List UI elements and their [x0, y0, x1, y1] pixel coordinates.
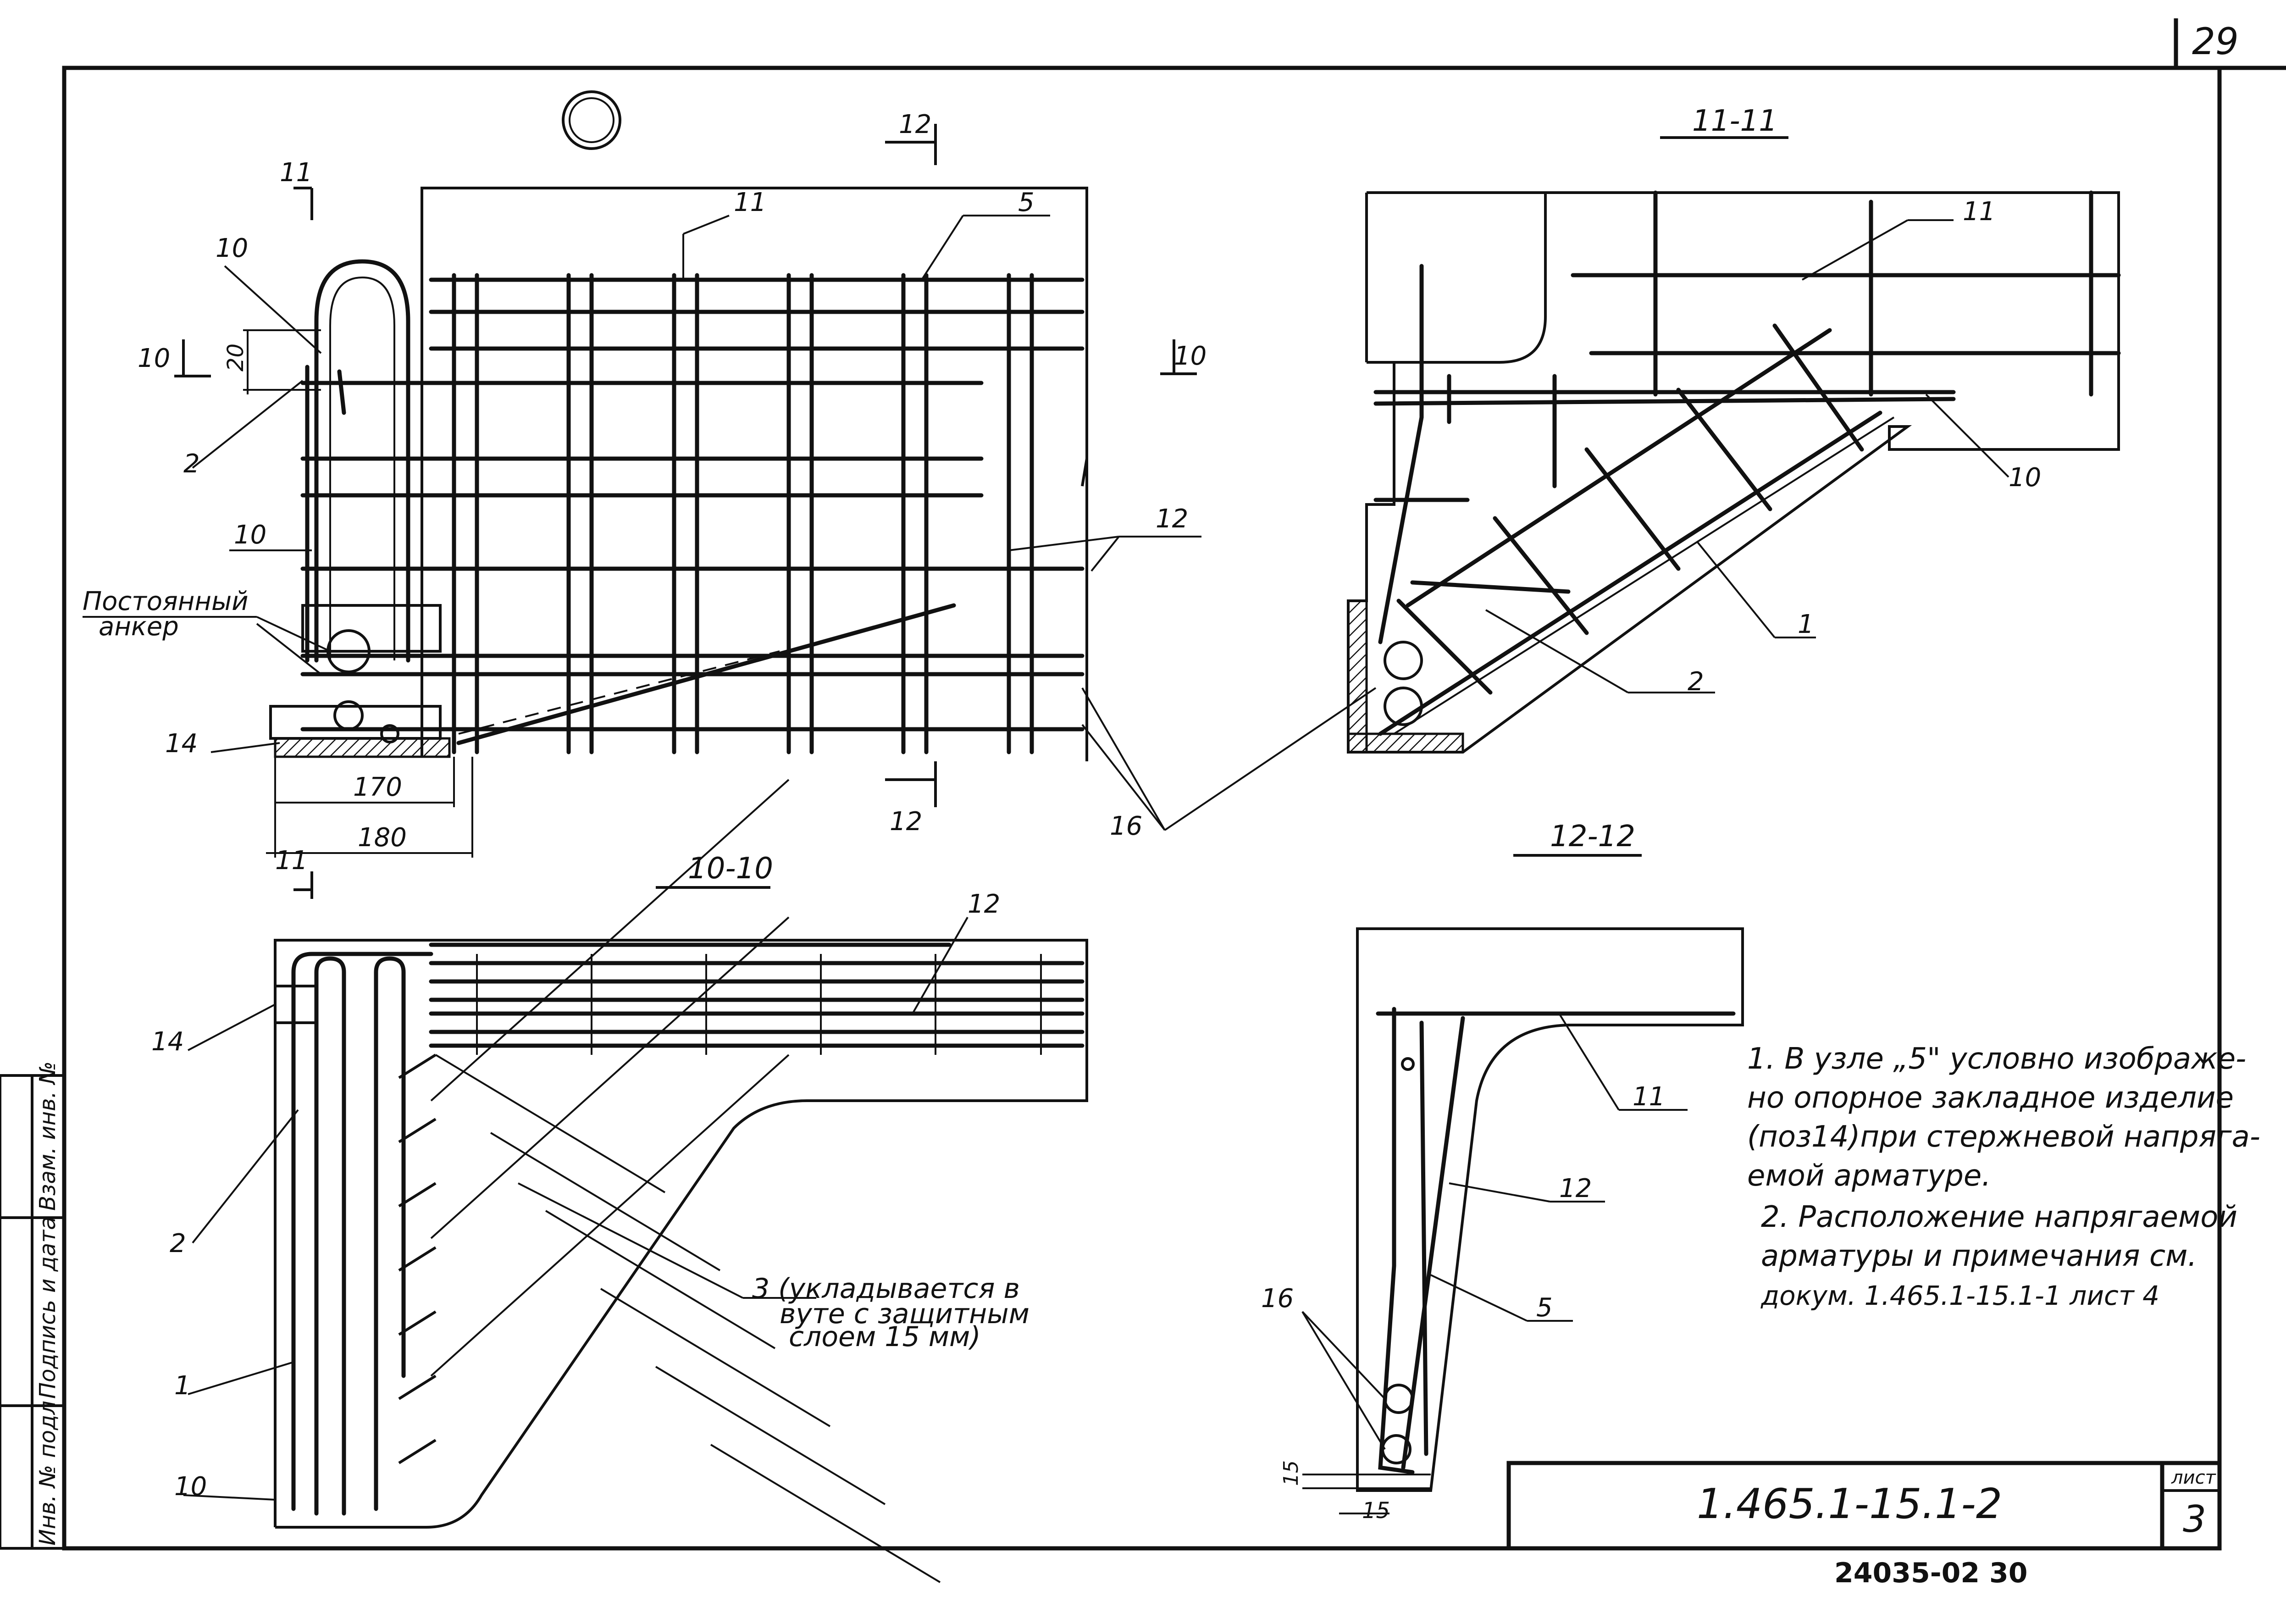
section-10-10-title: 10-10: [688, 852, 773, 886]
section-11-11-view: [1347, 190, 2121, 754]
stamp-inv-no: Инв. № подл: [35, 1401, 61, 1546]
pos-1-s1010: 1: [174, 1371, 191, 1401]
leaders-1010: [183, 917, 981, 1501]
rebar-diagonal: [710, 1444, 941, 1583]
section-12-12-view: [1356, 927, 1744, 1492]
pos-14-s1010: 14: [151, 1027, 184, 1057]
pos-12-s1212: 12: [1559, 1174, 1592, 1203]
note-line-3: (поз14)при стержневой напряга-: [1747, 1120, 2260, 1154]
leaders-node5: [192, 215, 1377, 831]
rebar-diagonal: [430, 779, 790, 1102]
pos-2-s1111: 2: [1688, 667, 1704, 697]
mark-10-left: 10: [138, 344, 170, 373]
note-3-line1: 3 (укладывается в: [752, 1273, 1020, 1305]
pos-10-node5: 10: [216, 233, 248, 263]
sheet-frame: [62, 18, 2286, 1551]
leaders-1111: [1485, 219, 2009, 693]
pos-2-node5: 2: [183, 449, 200, 479]
rebar-stub: [398, 1375, 437, 1400]
archive-number: 24035-02 30: [1834, 1557, 2028, 1589]
rebar-stub: [398, 1310, 437, 1336]
notes-block: 1. В узле „5" условно изображе- но опорн…: [1747, 1042, 2260, 1311]
pos-16-s1212: 16: [1261, 1284, 1294, 1314]
title-block: [1506, 1461, 2222, 1551]
mark-12-bottom: 12: [890, 807, 922, 837]
mark-12-top: 12: [899, 110, 931, 139]
pos-10-s1010: 10: [174, 1472, 207, 1502]
rebar-diagonal: [490, 1132, 721, 1271]
dims-node5: [243, 329, 473, 858]
mark-10-right: 10: [1174, 341, 1207, 371]
note-line-1: 1. В узле „5" условно изображе-: [1747, 1042, 2246, 1076]
pos-14-node5: 14: [165, 729, 198, 759]
pos-11-s1212: 11: [1633, 1082, 1665, 1112]
dim-15b: 15: [1362, 1498, 1390, 1524]
rebar-stub: [398, 1053, 437, 1079]
sheet-number-top: 29: [2192, 20, 2239, 63]
pos-11-s1111: 11: [1963, 197, 1995, 227]
rebar-diagonal: [430, 1054, 790, 1377]
rebar-diagonal: [430, 916, 790, 1239]
section-12-12-title: 12-12: [1550, 820, 1635, 854]
left-stamp: [0, 1074, 66, 1550]
rebar-diagonal: [655, 1366, 886, 1505]
note-line-2: но опорное закладное изделие: [1747, 1081, 2234, 1115]
note-line-6: арматуры и примечания см.: [1761, 1239, 2197, 1273]
note-line-5: 2. Расположение напрягаемой: [1761, 1200, 2237, 1234]
sheet-label: лист: [2171, 1467, 2217, 1488]
dim-10-node5: 10: [234, 520, 266, 550]
rebar-stub: [398, 1118, 437, 1143]
note-line-7: докум. 1.465.1-15.1-1 лист 4: [1760, 1280, 2159, 1311]
pos-2-s1010: 2: [170, 1229, 186, 1258]
node-5-view: [269, 90, 1088, 761]
rebar-diagonal: [600, 1288, 831, 1427]
mark-11-bottom: 11: [275, 846, 308, 876]
dim-170: 170: [353, 772, 402, 802]
note-3-line2: вуте с защитным: [780, 1298, 1030, 1330]
section-11-11-title: 11-11: [1692, 104, 1777, 138]
pos-12-s1010: 12: [968, 889, 1000, 919]
section-marks-node5: [174, 124, 1197, 807]
stamp-replaced-inv: Взам. инв. №: [35, 1061, 61, 1211]
dim-20: 20: [223, 344, 249, 371]
rebar-stub: [398, 1439, 437, 1464]
stamp-signature-date: Подпись и дата: [35, 1216, 61, 1399]
dim-180: 180: [358, 823, 407, 853]
label-permanent-anchor-1: Постоянный: [83, 587, 249, 616]
mark-11-top: 11: [280, 158, 312, 188]
anchor-leader: [256, 616, 331, 652]
rebar-diagonal: [435, 1054, 666, 1193]
document-code: 1.465.1-15.1-2: [1697, 1480, 2002, 1528]
pos-12-node5: 12: [1156, 504, 1188, 534]
rebar-stub: [398, 1246, 437, 1272]
section-10-10-view: [274, 779, 1088, 1583]
note-line-4: емой арматуре.: [1747, 1159, 1991, 1193]
sheet-value: 3: [2183, 1498, 2206, 1541]
rebar-stub: [398, 1182, 437, 1208]
rebar-diagonal: [545, 1210, 776, 1349]
dim-15a: 15: [1279, 1460, 1303, 1486]
pos-5-node5: 5: [1018, 188, 1035, 217]
pos-11-node5: 11: [734, 188, 766, 217]
pos-10-s1111: 10: [2009, 463, 2041, 493]
note-3-line3: слоем 15 мм): [789, 1321, 981, 1353]
pos-5-s1212: 5: [1536, 1293, 1553, 1323]
pos-16: 16: [1110, 811, 1142, 841]
leaders-1212: [1301, 1013, 1688, 1514]
pos-1-s1111: 1: [1798, 610, 1814, 639]
